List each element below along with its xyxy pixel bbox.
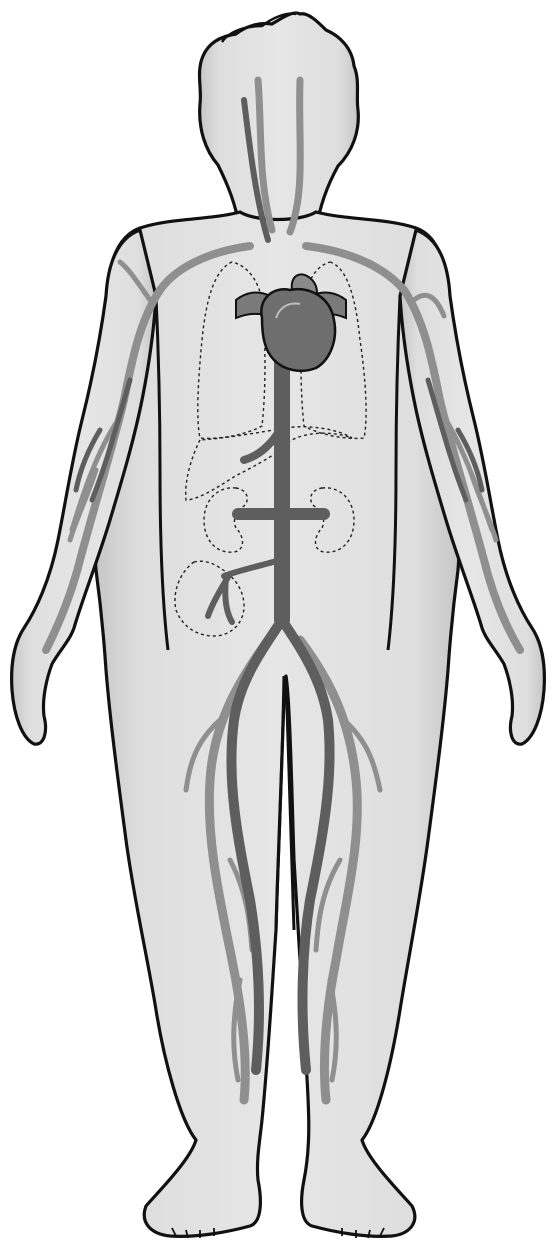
head bbox=[199, 13, 358, 230]
heart-body bbox=[261, 289, 335, 371]
